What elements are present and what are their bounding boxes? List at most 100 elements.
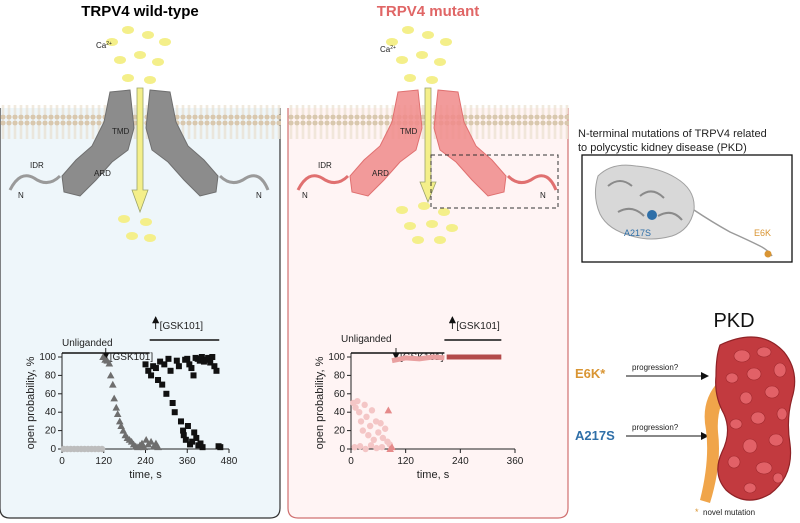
data-point [213, 367, 220, 374]
data-point [167, 367, 174, 374]
mut-calcium-ions [386, 26, 458, 244]
data-point [381, 425, 389, 432]
mut-cell-box [287, 108, 569, 519]
condition-label: Unliganded [62, 338, 113, 349]
data-point [171, 409, 178, 416]
data-point [157, 358, 164, 365]
data-point [379, 434, 387, 442]
data-point [177, 418, 184, 425]
x-tick-label: 360 [179, 456, 196, 467]
mut-protein-left [349, 89, 423, 197]
pkd-label: PKD [713, 310, 754, 332]
data-point [356, 409, 363, 416]
protein-structure-image [594, 164, 773, 258]
data-point [98, 445, 106, 453]
data-point [367, 442, 375, 449]
wt-idr-right [218, 174, 270, 191]
kidney-icon [700, 336, 796, 503]
data-point [354, 397, 361, 405]
data-point [366, 422, 374, 430]
data-point [188, 365, 195, 372]
pkd-a217s-label: A217S [575, 428, 615, 443]
data-point [189, 438, 196, 445]
data-point [375, 429, 382, 436]
e6k-progression-text: progression? [632, 363, 679, 372]
wt-title: TRPV4 wild-type [81, 3, 199, 20]
data-point [165, 355, 172, 362]
y-tick-label: 80 [45, 370, 57, 381]
pkd-e6k-label: E6K* [575, 366, 606, 381]
data-point [173, 357, 180, 364]
y-tick-label: 0 [50, 444, 56, 455]
x-tick-label: 120 [397, 456, 414, 467]
wt-n-right: N [256, 191, 262, 200]
x-tick-label: 360 [507, 456, 524, 467]
data-point [180, 427, 187, 434]
data-point [142, 361, 149, 368]
data-trace [391, 354, 445, 364]
mut-protein-right [433, 89, 507, 197]
data-point [159, 381, 166, 388]
footnote-text: novel mutation [703, 508, 755, 517]
mut-ca-label: Ca2+ [380, 45, 396, 54]
structure-a217s-label: A217S [624, 228, 651, 238]
mut-n-right: N [540, 191, 546, 200]
data-point [197, 440, 204, 447]
condition-label: Unliganded [341, 334, 392, 345]
mut-tmd-label: TMD [400, 127, 418, 136]
mut-ard-label: ARD [372, 169, 389, 178]
mut-idr-right [506, 174, 558, 191]
mutations-title-line1: N-terminal mutations of TRPV4 related [578, 128, 767, 140]
structure-e6k-label: E6K [754, 228, 771, 238]
x-tick-label: 0 [59, 456, 65, 467]
y-tick-label: 40 [334, 407, 346, 418]
data-point [362, 445, 369, 453]
wt-ca-label: Ca2+ [96, 41, 112, 50]
a217s-progression-text: progression? [632, 423, 679, 432]
data-point [113, 410, 122, 418]
data-point [373, 444, 380, 452]
data-point [361, 401, 368, 409]
x-tick-label: 120 [95, 456, 112, 467]
mutations-panel: N-terminal mutations of TRPV4 related to… [578, 128, 793, 263]
data-point [182, 436, 189, 443]
data-point [193, 434, 200, 441]
data-point [370, 436, 377, 443]
data-point [356, 443, 364, 450]
data-point [363, 413, 370, 420]
y-tick-label: 100 [328, 352, 345, 363]
y-tick-label: 20 [45, 426, 57, 437]
data-point [148, 372, 155, 379]
y-tick-label: 40 [45, 407, 57, 418]
x-tick-label: 0 [348, 456, 354, 467]
data-point [108, 380, 117, 388]
data-point [217, 444, 224, 451]
wild-type-panel: TRPV4 wild-type Ca2+ TMD ARD IDR N N 020… [0, 3, 281, 519]
data-point [365, 432, 372, 439]
pkd-panel: PKD E6K* A217S progression? progression?… [575, 310, 796, 517]
mutant-panel: TRPV4 mutant Ca2+ TMD ARD IDR N N 020406… [287, 3, 569, 519]
data-point [147, 437, 155, 445]
data-point [169, 400, 176, 406]
data-point [196, 357, 203, 364]
data-point [180, 432, 187, 439]
data-point [199, 444, 206, 451]
y-tick-label: 0 [339, 444, 345, 455]
data-point [351, 443, 358, 451]
wt-protein-right [145, 89, 219, 197]
data-point [352, 404, 359, 411]
y-tick-label: 100 [39, 352, 56, 363]
condition-label: [GSK101] [456, 321, 500, 332]
y-tick-label: 80 [334, 370, 346, 381]
data-point [388, 443, 396, 451]
x-tick-label: 480 [221, 456, 238, 467]
wt-idr-left [8, 174, 62, 191]
wt-n-left: N [18, 191, 24, 200]
data-point [152, 365, 159, 372]
y-tick-label: 60 [334, 389, 346, 400]
data-point [145, 367, 152, 374]
data-point [377, 420, 384, 427]
